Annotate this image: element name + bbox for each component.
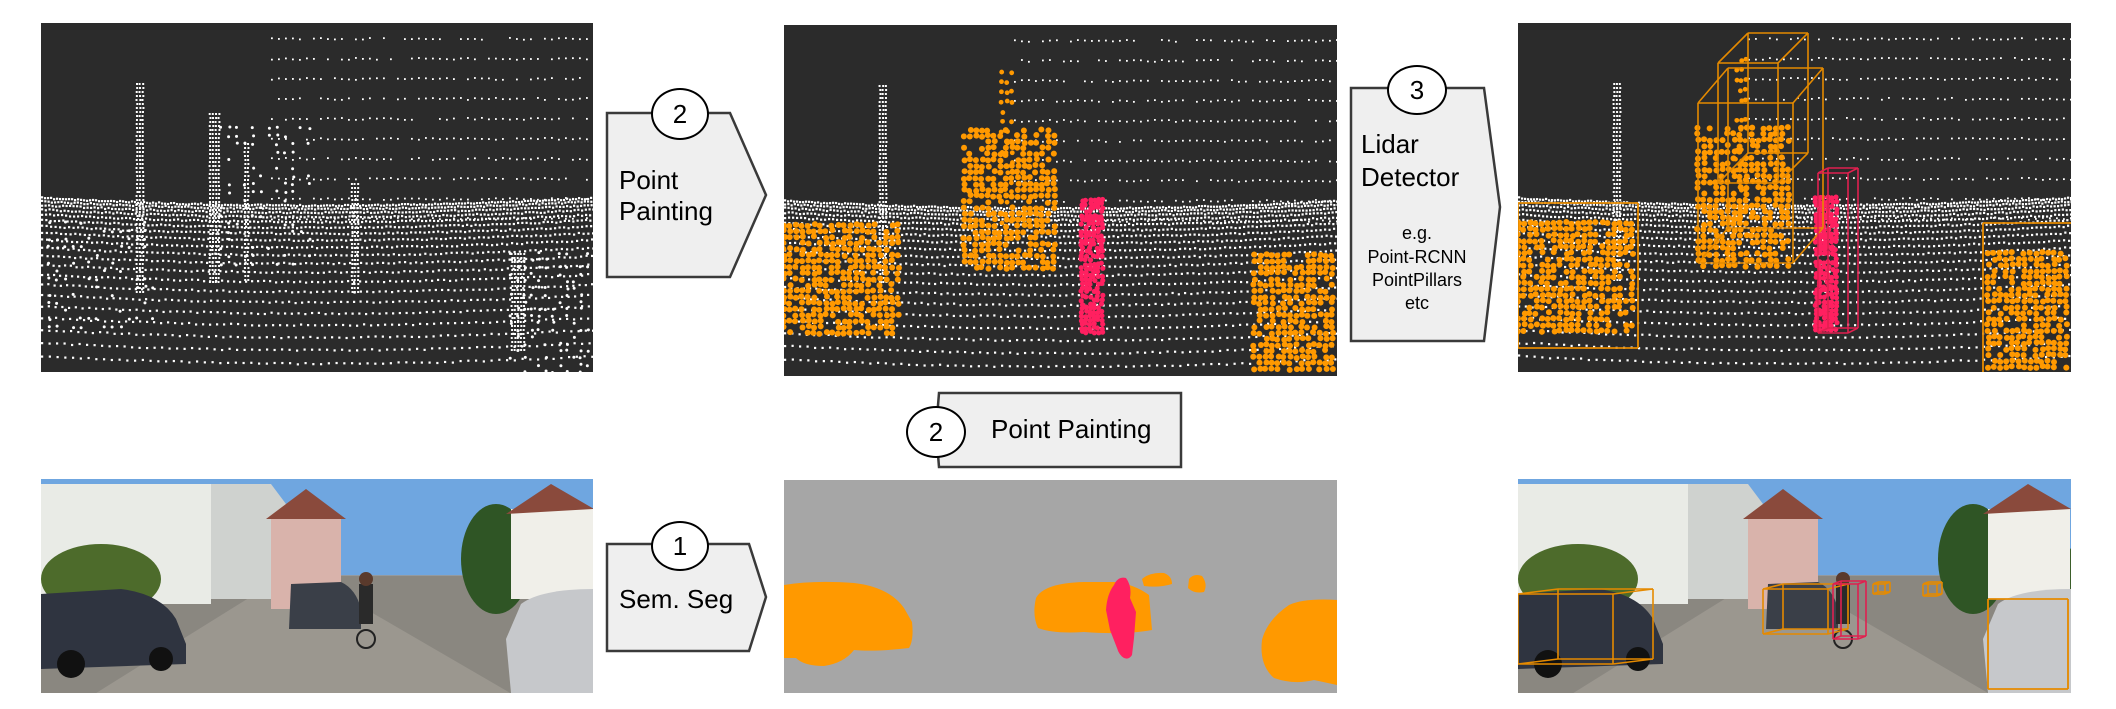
- step2-number-badge: 2: [651, 88, 709, 140]
- camera-image: [41, 479, 593, 693]
- seg-car-left: [784, 581, 913, 666]
- painted-lidar-panel: [784, 25, 1337, 376]
- step3-label-line1: Lidar: [1361, 129, 1419, 159]
- camera-detections-panel: [1518, 479, 2071, 693]
- seg-pedestrian: [1106, 577, 1136, 659]
- step2-label-line2: Painting: [619, 196, 713, 226]
- camera-detection-boxes: [1518, 580, 2069, 690]
- step2-mid-number-badge: 2: [906, 406, 966, 458]
- camera-image-panel: [41, 479, 593, 693]
- step3-label-line2: Detector: [1361, 162, 1460, 192]
- raw-lidar-point-cloud: [41, 23, 593, 372]
- seg-car-far-2: [1188, 575, 1206, 593]
- step3-example-pointrcnn: Point-RCNN: [1367, 247, 1467, 267]
- step2-point-painting-arrow: 2 Point Painting: [605, 88, 768, 279]
- seg-car-right: [1261, 599, 1337, 685]
- step3-lidar-detector-arrow: 3 Lidar Detector e.g. Point-RCNN PointPi…: [1349, 65, 1502, 343]
- seg-car-far-1: [1142, 572, 1172, 587]
- step3-example-etc: etc: [1404, 293, 1429, 313]
- step2-point-painting-up-arrow: Point Painting: [934, 391, 1185, 469]
- semantic-segmentation-mask: [784, 480, 1337, 693]
- step3-number-badge: 3: [1387, 65, 1447, 115]
- step1-sem-seg-arrow: 1 Sem. Seg: [605, 521, 768, 653]
- step3-example-pointpillars: PointPillars: [1371, 270, 1463, 290]
- segmentation-panel: [784, 480, 1337, 693]
- step1-label: Sem. Seg: [619, 584, 734, 614]
- raw-lidar-panel: [41, 23, 593, 372]
- step2-mid-label: Point Painting: [991, 414, 1152, 444]
- camera-image-with-3d-boxes: [1518, 479, 2071, 693]
- step1-number-badge: 1: [651, 521, 709, 571]
- step2-label-line1: Point: [619, 165, 679, 195]
- detections-lidar-point-cloud: [1518, 23, 2071, 372]
- step3-example-eg: e.g.: [1401, 223, 1433, 243]
- detection-boxes: [1518, 32, 2071, 372]
- detections-lidar-panel: [1518, 23, 2071, 372]
- painted-lidar-point-cloud: [784, 25, 1337, 376]
